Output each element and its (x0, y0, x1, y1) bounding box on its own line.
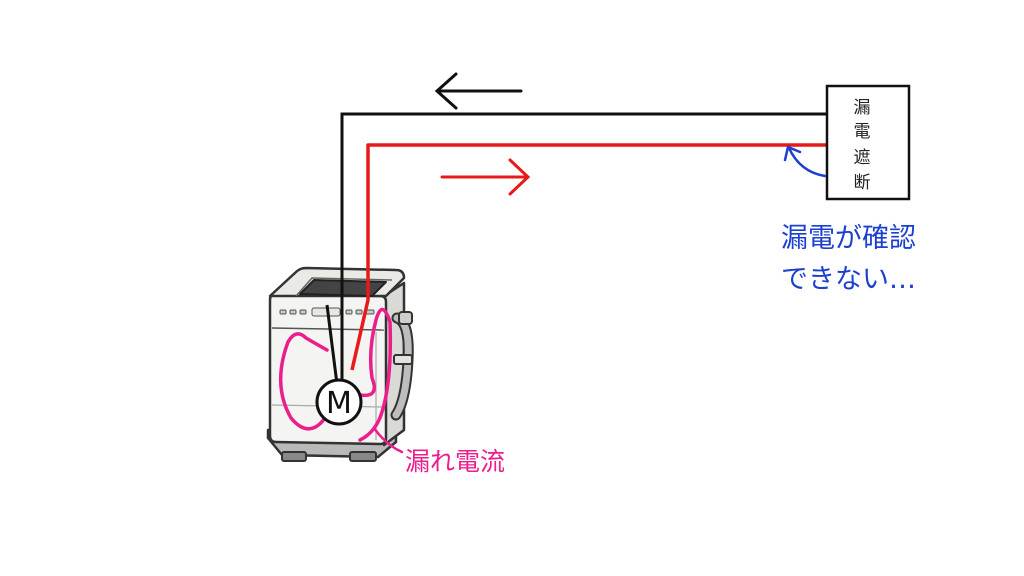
breaker-label-char: 遮 (854, 148, 871, 168)
control-button (289, 309, 297, 315)
motor-label: M (326, 386, 352, 421)
control-button (355, 309, 363, 315)
hose-clip (398, 311, 413, 325)
return-direction-arrow (434, 72, 523, 110)
breaker-box (825, 84, 911, 201)
supply-wire (350, 143, 827, 371)
control-panel (279, 307, 375, 317)
motor-circle (315, 378, 363, 426)
control-button (345, 309, 353, 315)
machine-foot-left (281, 451, 307, 462)
control-button (299, 309, 307, 315)
leak-current-label: 漏れ電流 (405, 447, 505, 476)
control-button (279, 309, 287, 315)
breaker-label-char: 漏 (854, 98, 871, 118)
note-line-2: できない… (781, 264, 916, 295)
motor: M (315, 378, 363, 426)
return-wire-drop (325, 304, 340, 393)
hose-bracket (393, 354, 413, 365)
machine-lid-frame (295, 277, 393, 297)
supply-direction-arrow (440, 158, 531, 196)
leak-current-pointer (372, 426, 404, 454)
leak-current-path (279, 307, 393, 442)
leakage-breaker: 漏 電 遮 断 (825, 84, 911, 201)
breaker-label-char: 断 (854, 173, 871, 193)
control-display (311, 307, 341, 317)
machine-panel-line (271, 327, 385, 331)
return-wire (340, 112, 827, 392)
machine-foot-right (349, 451, 377, 462)
breaker-label-char: 電 (854, 122, 871, 142)
note-line-1: 漏電が確認 (781, 223, 916, 254)
note-pointer-arrow (783, 145, 827, 178)
